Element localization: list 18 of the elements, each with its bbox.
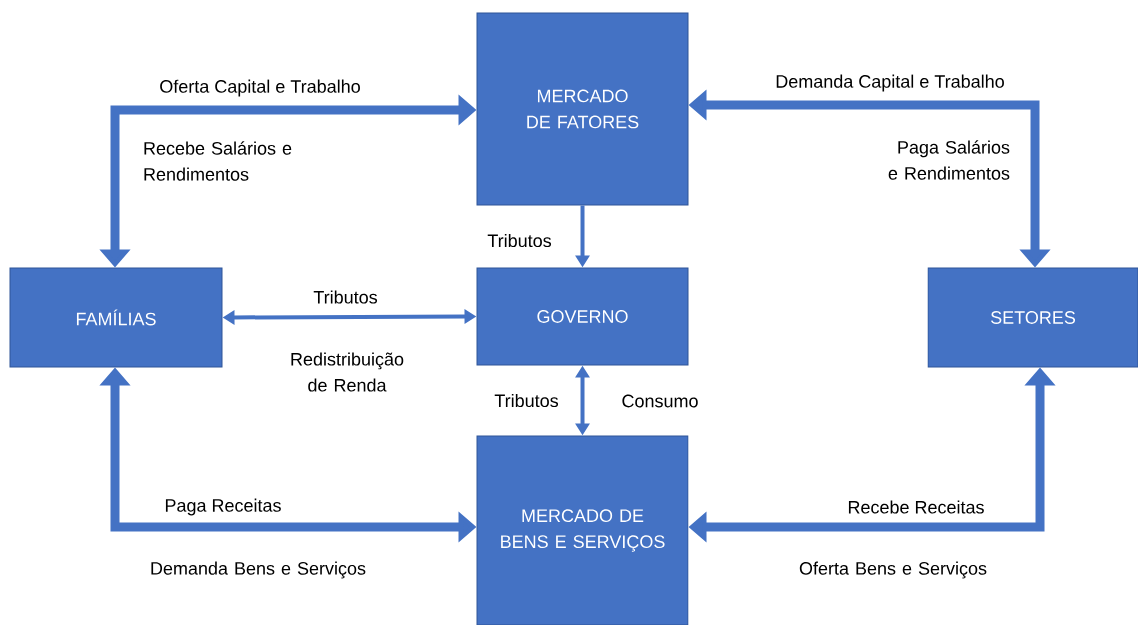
flow-label: Recebe Salários e Rendimentos — [144, 141, 292, 181]
process-box: GOVERNO — [476, 267, 689, 366]
process-box: MERCADO DE FATORES — [476, 12, 689, 206]
flow-label: Consumo — [622, 394, 698, 408]
process-box: MERCADO DE BENS E SERVIÇOS — [476, 435, 689, 625]
process-box: FAMÍLIAS — [9, 267, 223, 368]
edge-label: Tributos — [492, 391, 561, 410]
edge-label: Oferta Capital e Trabalho — [157, 77, 363, 99]
edge-label: Paga Receitas — [162, 496, 284, 518]
flow-label: Oferta Bens e Serviços — [799, 561, 987, 579]
flow-label: Redistribuição de Renda — [291, 352, 404, 392]
edge-label: Tributos — [485, 231, 554, 250]
edge-label: Tributos — [311, 288, 380, 306]
edge-label: Recebe Receitas — [845, 498, 987, 516]
flow-label: Demanda Bens e Serviços — [151, 561, 366, 579]
edge-label: Demanda Capital e Trabalho — [773, 72, 1007, 94]
process-box: SETORES — [927, 267, 1138, 368]
flow-label: Paga Salários e Rendimentos — [888, 140, 1010, 180]
